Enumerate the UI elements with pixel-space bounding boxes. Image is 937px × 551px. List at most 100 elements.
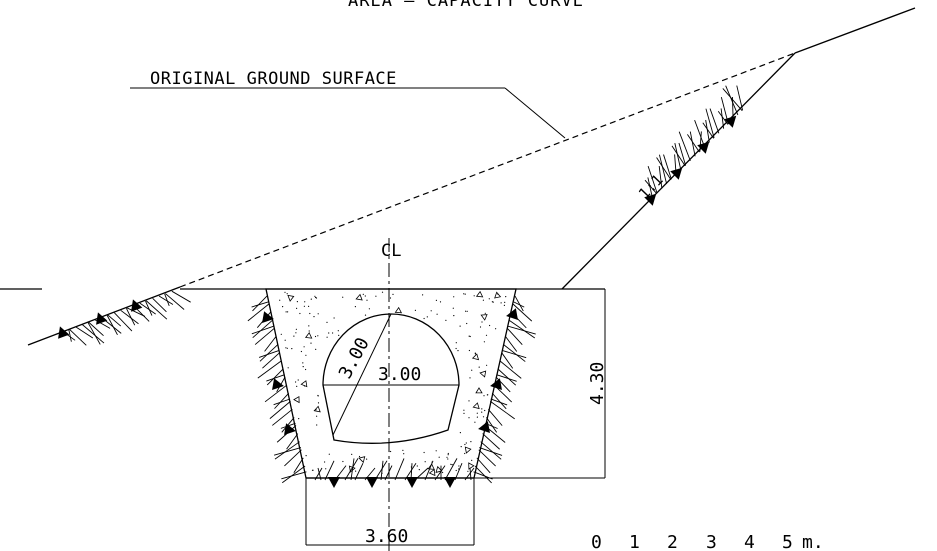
soil-marker <box>697 141 710 154</box>
concrete-aggregate <box>471 353 480 361</box>
hatch-stroke <box>164 293 170 307</box>
concrete-speck <box>315 297 318 299</box>
soil-marker <box>724 115 737 128</box>
concrete-speck <box>295 328 297 330</box>
hatch-stroke <box>258 350 280 358</box>
concrete-speck <box>418 469 420 471</box>
concrete-speck <box>482 299 484 301</box>
concrete-speck <box>416 465 418 467</box>
hatch-stroke <box>251 301 269 308</box>
concrete-speck <box>483 341 485 343</box>
soil-marker <box>262 311 274 324</box>
concrete-speck <box>471 369 473 371</box>
hatch-stroke <box>120 309 139 325</box>
hatch-stroke <box>709 108 720 134</box>
concrete-speck <box>463 409 465 411</box>
soil-marker <box>131 299 143 312</box>
hatch-stroke <box>482 433 500 450</box>
concrete-speck <box>302 362 304 364</box>
ground-left-solid <box>27 286 181 346</box>
ground-right-solid <box>794 7 916 54</box>
hatch-stroke <box>69 329 87 346</box>
hatch-stroke <box>274 392 290 409</box>
concrete-speck <box>464 452 466 455</box>
concrete-speck <box>280 333 282 335</box>
concrete-speck <box>451 464 453 466</box>
concrete-speck <box>458 465 460 467</box>
concrete-speck <box>362 293 364 295</box>
scale-tick-0: 0 <box>591 532 602 551</box>
hatch-stroke <box>496 374 517 382</box>
hatch-stroke <box>281 465 306 484</box>
hatch-stroke <box>478 449 496 467</box>
concrete-speck <box>464 293 466 295</box>
hatch-stroke <box>374 460 388 481</box>
concrete-speck <box>439 301 442 303</box>
concrete-speck <box>381 472 383 474</box>
hatch-stroke <box>644 179 658 194</box>
concrete-speck <box>364 295 366 297</box>
hatch-stroke <box>678 142 687 166</box>
concrete-speck <box>314 295 316 297</box>
hatch-stroke <box>317 467 322 481</box>
concrete-speck <box>455 469 457 472</box>
hatch-stroke <box>106 315 118 336</box>
hatch-stroke <box>513 301 525 308</box>
hatch-stroke <box>344 458 359 481</box>
concrete-speck <box>464 443 466 446</box>
concrete-speck <box>403 453 405 455</box>
scale-tick-1: 1 <box>629 532 640 551</box>
scale-tick-2: 2 <box>667 532 678 551</box>
concrete-speck <box>316 424 318 426</box>
concrete-speck <box>436 313 438 315</box>
soil-marker <box>490 378 502 391</box>
hatch-stroke <box>731 96 734 120</box>
concrete-speck <box>423 451 425 454</box>
concrete-speck <box>342 460 344 463</box>
hatch-stroke <box>444 458 458 481</box>
concrete-speck <box>296 385 298 387</box>
concrete-speck <box>446 456 448 458</box>
concrete-speck <box>500 302 502 304</box>
hatch-stroke <box>380 460 384 481</box>
hatch-stroke <box>717 110 729 125</box>
hatch-stroke <box>454 463 463 481</box>
concrete-aggregate <box>304 332 313 339</box>
concrete-speck <box>324 461 326 463</box>
height-dimension: 4.30 <box>587 362 608 405</box>
concrete-speck <box>315 296 317 299</box>
hatch-stroke <box>722 88 743 112</box>
hatch-stroke <box>491 392 507 410</box>
concrete-aggregate <box>358 456 366 464</box>
concrete-speck <box>447 452 449 455</box>
concrete-speck <box>422 294 424 296</box>
concrete-speck <box>381 291 384 293</box>
hatch-stroke <box>487 409 503 426</box>
concrete-speck <box>459 325 461 327</box>
hatch-stroke <box>152 298 167 313</box>
concrete-speck <box>308 330 310 332</box>
concrete-speck <box>495 328 497 330</box>
concrete-speck <box>333 317 335 319</box>
hatch-stroke <box>350 458 355 481</box>
concrete-speck <box>295 332 297 334</box>
concrete-speck <box>489 324 491 327</box>
hatch-stroke <box>252 319 273 339</box>
hatch-stroke <box>394 458 405 481</box>
scale-tick-5: 5 <box>782 532 793 551</box>
soil-marker <box>272 378 284 391</box>
hatch-stroke <box>658 154 668 185</box>
concrete-speck <box>468 349 470 352</box>
concrete-aggregate <box>348 465 356 473</box>
ground-label-leader <box>504 87 566 139</box>
hatch-stroke <box>736 85 744 111</box>
concrete-speck <box>455 342 457 344</box>
scale-bar: 0 1 2 3 4 5 m. <box>591 532 824 551</box>
hatch-stroke <box>87 322 101 345</box>
hatch-stroke <box>171 290 191 303</box>
concrete-speck <box>314 335 317 338</box>
concrete-aggregate <box>479 370 487 378</box>
hatch-stroke <box>671 145 686 167</box>
concrete-speck <box>358 455 361 458</box>
concrete-speck <box>286 293 288 295</box>
